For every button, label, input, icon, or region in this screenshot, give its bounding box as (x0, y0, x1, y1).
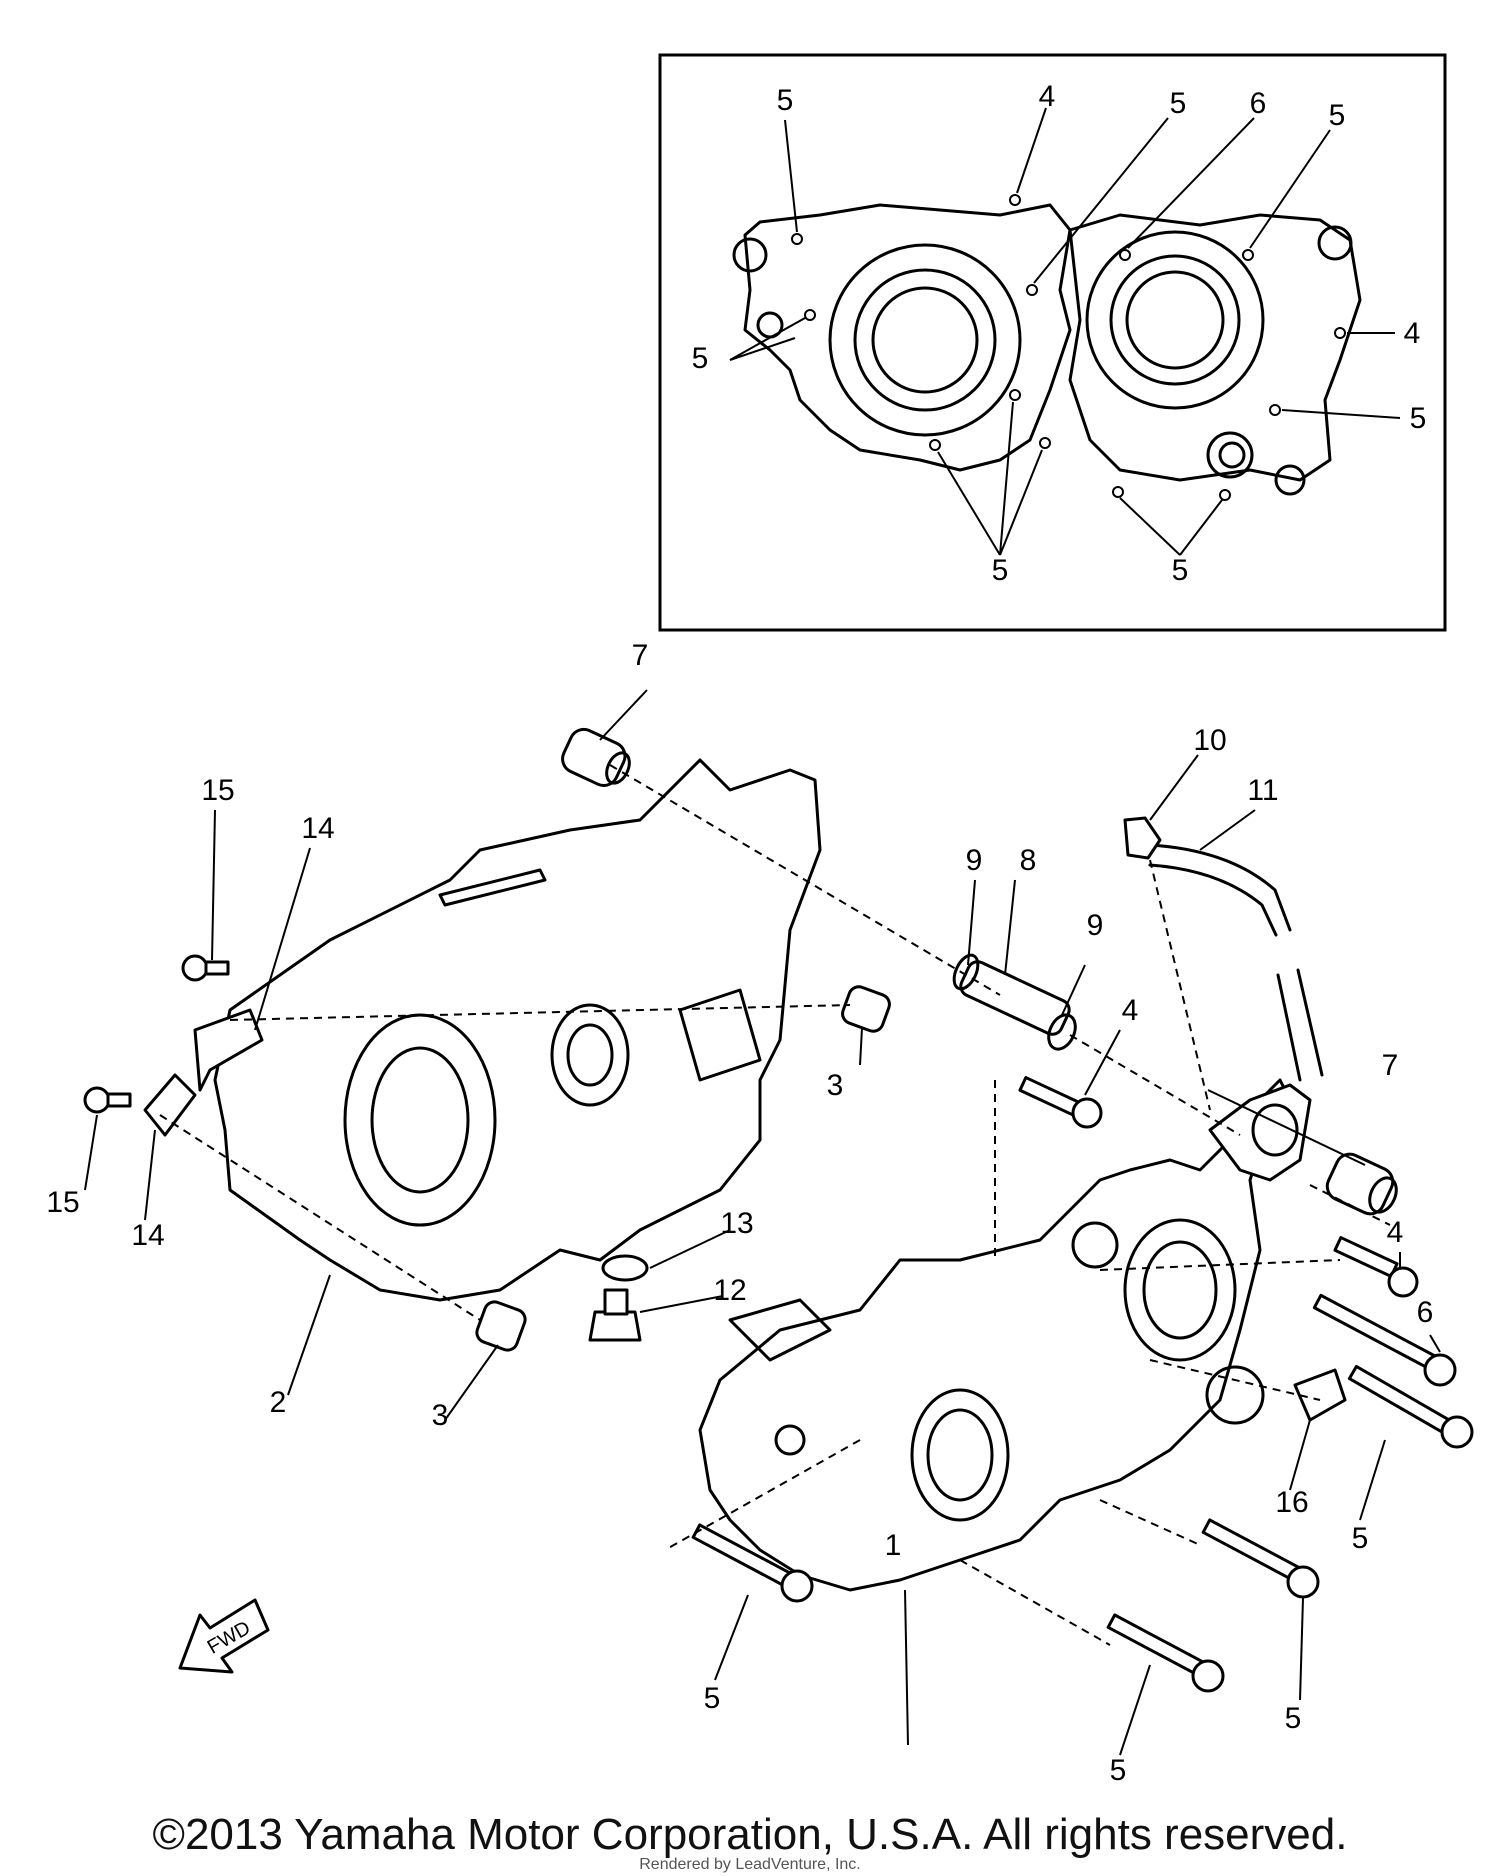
bolt-5-bottom-mid (1106, 1613, 1225, 1693)
callout-5: 5 (1329, 99, 1346, 132)
bushing-7-right (1325, 1152, 1398, 1216)
callout-9: 9 (966, 844, 983, 877)
drain-plug-12 (588, 1288, 642, 1342)
callout-5: 5 (1285, 1702, 1302, 1735)
callout-14: 14 (301, 812, 334, 845)
bushing-3-upper (841, 985, 891, 1033)
screw-15-lower (83, 1086, 132, 1114)
callout-9: 9 (1087, 909, 1104, 942)
callout-13: 13 (720, 1207, 753, 1240)
callout-8: 8 (1020, 844, 1037, 877)
fwd-arrow: FWD (178, 1598, 270, 1674)
right-crankcase-half (698, 1078, 1312, 1592)
callout-15: 15 (46, 1186, 79, 1219)
callout-5: 5 (1410, 402, 1427, 435)
callout-5: 5 (1170, 87, 1187, 120)
clip-14-lower (143, 1073, 197, 1137)
callout-6: 6 (1250, 87, 1267, 120)
callout-4: 4 (1387, 1216, 1404, 1249)
callout-5: 5 (692, 342, 709, 375)
bolt-5-bottom-right (1201, 1518, 1320, 1599)
callout-14: 14 (131, 1219, 164, 1252)
callout-2: 2 (270, 1386, 287, 1419)
callout-5: 5 (1352, 1522, 1369, 1555)
copyright-notice: ©2013 Yamaha Motor Corporation, U.S.A. A… (152, 1810, 1348, 1859)
bolt-5-right (1347, 1364, 1474, 1449)
clip-16 (1293, 1368, 1347, 1422)
gasket-13 (601, 1254, 649, 1282)
callout-3: 3 (432, 1399, 449, 1432)
bushing-7-top (561, 727, 631, 787)
leader-lines (84, 689, 1441, 1756)
assembly-lines (159, 764, 1391, 1646)
crankcase-exploded-diagram: FWD (46, 53, 1474, 1787)
callout-1: 1 (885, 1529, 902, 1562)
callout-5: 5 (777, 84, 794, 117)
clip-14-upper (193, 1008, 264, 1092)
screw-15-upper (181, 954, 230, 982)
bolt-4-right (1333, 1236, 1419, 1298)
inset-crankcase-view (729, 107, 1401, 556)
bushing-3-lower (475, 1300, 527, 1352)
nipple-10 (1123, 816, 1162, 860)
bolt-4-upper (1018, 1076, 1103, 1129)
callout-7: 7 (1382, 1049, 1399, 1082)
callout-5: 5 (704, 1682, 721, 1715)
callout-15: 15 (201, 774, 234, 807)
callout-4: 4 (1039, 80, 1056, 113)
callout-4: 4 (1404, 317, 1421, 350)
callout-3: 3 (827, 1069, 844, 1102)
callout-5: 5 (1110, 1754, 1127, 1787)
callout-11: 11 (1247, 774, 1278, 807)
watermark-text: Rendered by LeadVenture, Inc. (639, 1856, 861, 1873)
callout-4: 4 (1122, 994, 1139, 1027)
inset-frame (658, 53, 1447, 632)
bolt-6 (1312, 1293, 1457, 1387)
callout-5: 5 (1172, 554, 1189, 587)
callout-12: 12 (713, 1274, 746, 1307)
left-crankcase-half (213, 758, 822, 1302)
callout-10: 10 (1193, 724, 1226, 757)
hose-11 (1148, 843, 1324, 1082)
callout-5: 5 (992, 554, 1009, 587)
callout-7: 7 (632, 639, 649, 672)
callout-6: 6 (1417, 1296, 1434, 1329)
callout-16: 16 (1275, 1486, 1308, 1519)
